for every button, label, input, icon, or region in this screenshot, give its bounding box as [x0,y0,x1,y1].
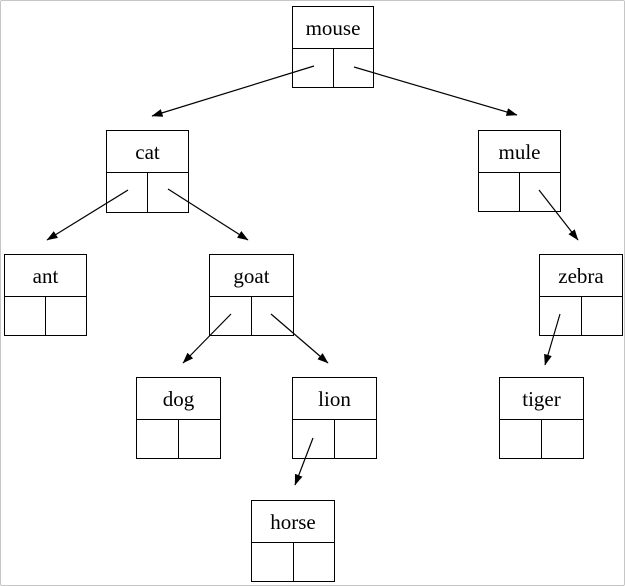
right-pointer-cell [252,297,293,336]
pointer-cells [107,172,188,212]
node-label: mule [498,139,541,164]
left-pointer-cell [500,419,542,458]
pointer-cells [293,47,374,88]
edge-mouse-mule [353,66,518,116]
left-pointer-cell [5,296,46,335]
pointer-cells [293,418,376,459]
node-label: tiger [522,386,561,411]
left-pointer-cell [540,296,582,335]
pointer-cells [252,541,335,582]
tree-node-mouse: mouse [292,6,374,88]
node-label: lion [318,386,351,411]
node-label: goat [233,263,270,288]
tree-node-zebra: zebra [539,254,623,336]
pointer-cells [540,295,623,336]
right-pointer-cell [520,173,560,212]
node-label: zebra [558,263,604,288]
pointer-cells [137,418,220,459]
left-pointer-cell [479,172,520,211]
left-pointer-cell [210,296,252,335]
left-pointer-cell [107,173,148,212]
pointer-cells [210,295,293,336]
right-pointer-cell [334,49,374,88]
tree-node-lion: lion [292,377,377,459]
pointer-cells [479,171,560,212]
right-pointer-cell [179,420,220,459]
pointer-cells [500,418,583,459]
left-pointer-cell [252,542,294,581]
left-pointer-cell [137,419,179,458]
tree-node-cat: cat [106,130,189,213]
left-pointer-cell [293,419,335,458]
right-pointer-cell [582,297,623,336]
pointer-cells [5,295,86,336]
tree-node-dog: dog [136,377,221,459]
edge-mouse-cat [151,65,315,117]
node-label: dog [162,386,195,411]
tree-node-mule: mule [478,130,561,212]
right-pointer-cell [335,420,376,459]
right-pointer-cell [46,297,86,336]
node-label: ant [32,263,59,288]
node-label: mouse [305,15,361,40]
tree-node-horse: horse [251,500,335,582]
tree-node-tiger: tiger [499,377,584,459]
tree-node-goat: goat [209,254,294,336]
right-pointer-cell [542,420,583,459]
node-label: horse [270,509,316,534]
left-pointer-cell [293,48,334,87]
right-pointer-cell [148,173,188,212]
tree-node-ant: ant [4,254,87,336]
right-pointer-cell [294,543,335,582]
node-label: cat [135,140,160,164]
